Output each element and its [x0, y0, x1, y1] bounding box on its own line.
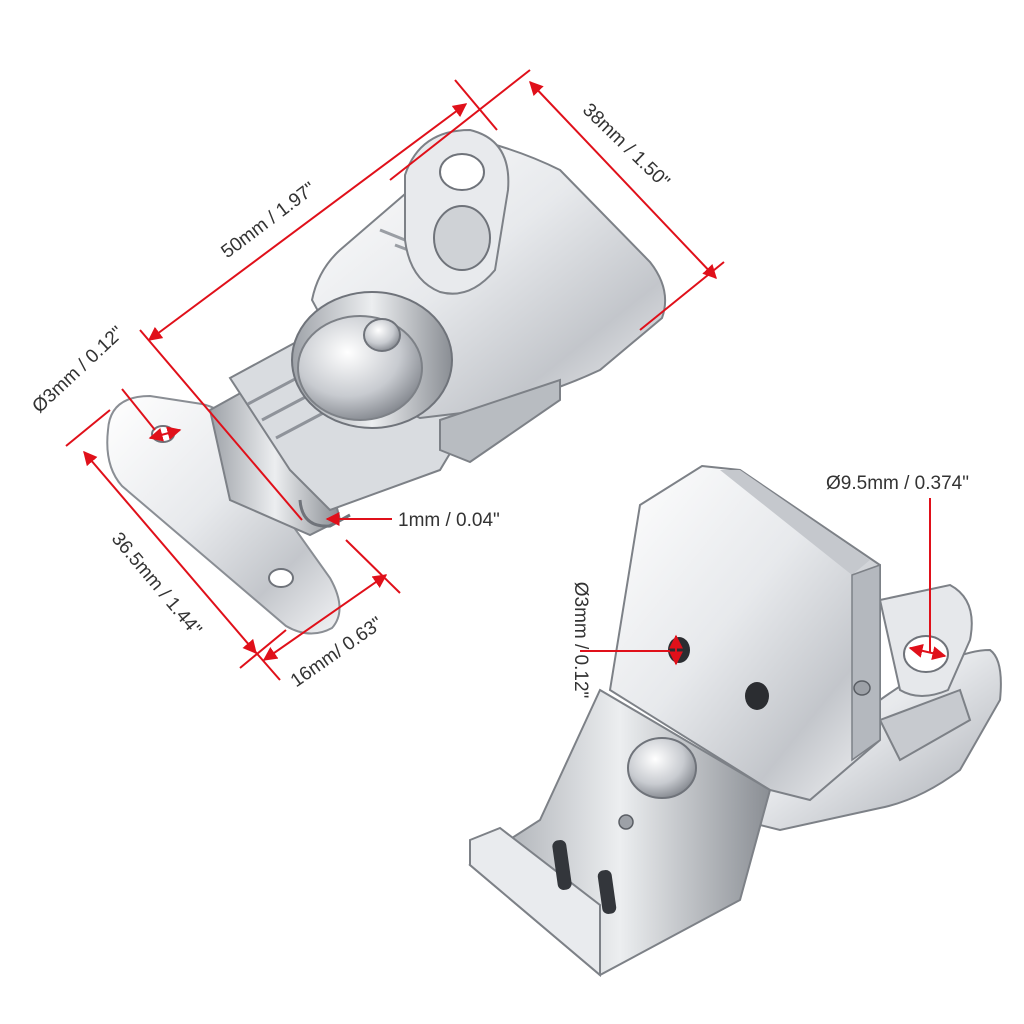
latch-right-rivet: [627, 737, 697, 799]
label-loop-diameter: Ø9.5mm / 0.374": [826, 473, 969, 494]
latch-right-image: [468, 464, 1002, 978]
latch-right-loop-hole: [903, 635, 949, 673]
latch-left-image: [106, 128, 666, 635]
latch-right-hole: [668, 637, 690, 663]
latch-right-housing: [608, 464, 881, 802]
label-hole-right: Ø3mm / 0.12": [570, 582, 591, 699]
label-width: 38mm / 1.50": [578, 99, 673, 192]
latch-right-hole-2: [745, 682, 769, 710]
label-thickness: 1mm / 0.04": [398, 510, 500, 531]
latch-left-plate-hole-bottom: [268, 568, 294, 588]
label-hole-left: Ø3mm / 0.12": [28, 323, 128, 418]
dimension-lines: [65, 69, 947, 681]
latch-left-rivet: [363, 318, 401, 352]
